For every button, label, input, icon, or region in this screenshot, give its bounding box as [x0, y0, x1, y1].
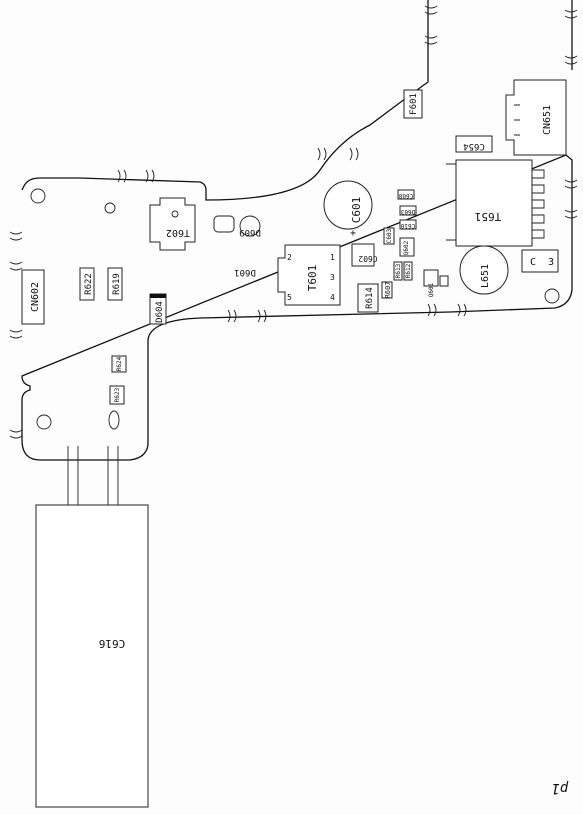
q602-body — [399, 237, 415, 257]
mounting-holes — [30, 188, 560, 430]
r613-body — [393, 261, 403, 281]
d609-body — [213, 215, 235, 233]
c616-leads — [67, 446, 119, 505]
r612-label: R612 — [405, 263, 412, 278]
c-box-num: 3 — [548, 257, 554, 268]
r619-label: R619 — [112, 273, 122, 295]
t601-label: T601 — [306, 265, 319, 292]
t602-body — [149, 197, 196, 251]
r623-pad — [108, 410, 120, 430]
c616-label: C616 — [99, 637, 126, 650]
c610-label: C610 — [400, 222, 415, 229]
d604-label: D604 — [155, 301, 165, 323]
q602-label: Q602 — [403, 240, 410, 255]
d603-body — [399, 205, 417, 216]
r624-body — [111, 355, 127, 373]
c601-body — [323, 180, 373, 230]
c603-label: C603 — [386, 228, 393, 243]
r619-body — [107, 267, 123, 301]
r623-body — [109, 385, 125, 405]
q601-label: Q601 — [428, 282, 435, 297]
r614-body — [357, 283, 379, 313]
cn651-body — [505, 79, 567, 156]
r614-label: R614 — [365, 287, 375, 309]
c610-body — [399, 219, 417, 230]
cn651-label: CN651 — [542, 105, 553, 135]
c603-body — [383, 227, 395, 245]
d604-band — [150, 294, 166, 298]
c602-label: C602 — [358, 254, 377, 263]
c602-body — [351, 243, 375, 267]
r622-body — [79, 267, 95, 301]
c654-label: C654 — [463, 141, 485, 151]
r607-label: R607 — [384, 282, 392, 299]
r623-label: R623 — [114, 387, 121, 402]
d609-label: D609 — [239, 227, 261, 237]
t601-pin1: 1 — [330, 253, 335, 262]
t651-label: T651 — [475, 210, 502, 223]
l651-body — [459, 245, 509, 295]
t601-pin4: 4 — [330, 293, 335, 302]
c608-label: C608 — [398, 192, 413, 199]
c654-body — [455, 135, 493, 153]
break-marks — [9, 5, 578, 439]
t601-pin5: 5 — [287, 293, 292, 302]
t601-pin3: 3 — [330, 273, 335, 282]
page-number: p1 — [552, 780, 570, 796]
r624-label: R624 — [116, 356, 123, 371]
cn602-label: CN602 — [30, 282, 41, 312]
c601-plus: + — [350, 228, 356, 239]
cn602-body — [21, 269, 45, 325]
t601-body — [277, 244, 341, 306]
f601-body — [403, 89, 423, 119]
t651-body — [455, 159, 533, 247]
d603-label: D603 — [400, 208, 415, 215]
d601-label: D601 — [234, 267, 256, 277]
r607-body — [381, 281, 393, 299]
t601-pin2: 2 — [287, 253, 292, 262]
l651-label: L651 — [480, 264, 491, 288]
r613-label: R613 — [395, 263, 402, 278]
c608-body — [397, 189, 415, 200]
r612-body — [403, 261, 413, 281]
f601-label: F601 — [409, 93, 419, 115]
c-box-body — [521, 249, 559, 273]
c601-label: C601 — [350, 197, 363, 224]
c616-body — [35, 504, 149, 808]
q601-pad — [439, 275, 449, 287]
r622-label: R622 — [84, 273, 94, 295]
q601-body — [423, 269, 439, 287]
c-box-label: C — [530, 257, 536, 268]
t602-label: T602 — [166, 227, 190, 238]
